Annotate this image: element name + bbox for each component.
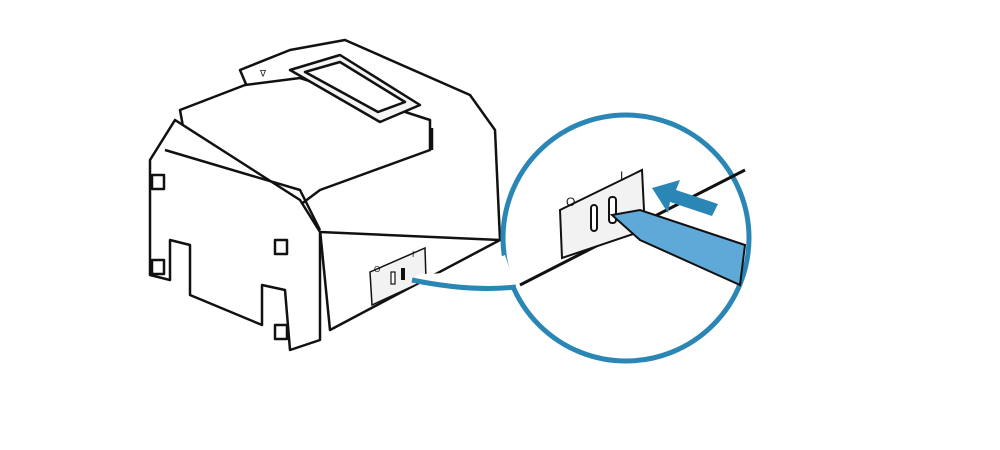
small-switch-on-label: I <box>412 250 414 259</box>
small-switch-off-label: O <box>374 265 380 274</box>
switch-on-label: I <box>620 169 623 183</box>
switch-off-label: O <box>566 195 575 209</box>
printer-power-switch[interactable]: O I <box>369 246 427 307</box>
push-arrow-icon <box>652 180 718 216</box>
tool-tip-icon <box>609 208 747 287</box>
printer-body <box>148 38 502 352</box>
zoom-callout: O I <box>410 112 752 364</box>
cover-triangle-mark: Δ <box>260 68 266 78</box>
